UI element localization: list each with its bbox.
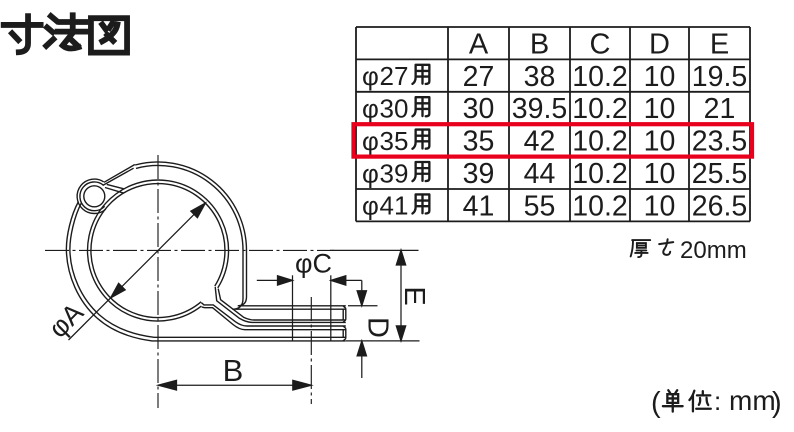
svg-text:41: 41 <box>463 190 495 222</box>
svg-text:38: 38 <box>524 61 556 93</box>
svg-text::: : <box>714 386 721 416</box>
svg-text:E: E <box>710 28 729 60</box>
svg-text:39: 39 <box>380 158 409 188</box>
svg-text:55: 55 <box>524 190 556 222</box>
svg-text:D: D <box>362 317 394 338</box>
svg-text:B: B <box>530 28 549 60</box>
svg-text:10: 10 <box>644 158 676 190</box>
svg-text:25.5: 25.5 <box>692 158 747 190</box>
svg-text:21: 21 <box>704 93 736 125</box>
svg-text:10: 10 <box>644 190 676 222</box>
svg-text:35: 35 <box>380 126 409 156</box>
svg-text:30: 30 <box>463 93 495 125</box>
svg-text:(: ( <box>651 387 661 419</box>
svg-text:19.5: 19.5 <box>692 61 747 93</box>
svg-text:42: 42 <box>524 126 556 158</box>
svg-text:φ: φ <box>362 126 379 156</box>
svg-text:41: 41 <box>380 191 409 221</box>
svg-text:20mm: 20mm <box>680 237 747 264</box>
svg-text:23.5: 23.5 <box>692 126 747 158</box>
svg-text:39.5: 39.5 <box>512 93 567 125</box>
svg-text:27: 27 <box>463 61 495 93</box>
svg-text:10: 10 <box>644 126 676 158</box>
svg-text:10: 10 <box>644 93 676 125</box>
svg-text:35: 35 <box>463 126 495 158</box>
svg-text:): ) <box>772 387 782 419</box>
svg-text:φC: φC <box>295 249 332 279</box>
svg-text:φ: φ <box>362 191 379 221</box>
svg-text:44: 44 <box>524 158 556 190</box>
svg-text:26.5: 26.5 <box>692 190 747 222</box>
svg-text:φ: φ <box>362 61 379 91</box>
svg-text:φ: φ <box>362 94 379 124</box>
svg-text:27: 27 <box>380 61 409 91</box>
svg-text:10.2: 10.2 <box>572 190 627 222</box>
svg-text:30: 30 <box>380 94 409 124</box>
svg-text:A: A <box>469 28 489 60</box>
svg-text:φ: φ <box>362 158 379 188</box>
svg-text:B: B <box>223 353 244 388</box>
svg-text:10: 10 <box>644 61 676 93</box>
svg-text:C: C <box>590 28 611 60</box>
svg-text:39: 39 <box>463 158 495 190</box>
svg-text:10.2: 10.2 <box>572 126 627 158</box>
svg-text:mm: mm <box>729 385 776 416</box>
svg-text:D: D <box>649 28 670 60</box>
svg-text:E: E <box>398 286 430 305</box>
svg-text:10.2: 10.2 <box>572 93 627 125</box>
svg-text:10.2: 10.2 <box>572 61 627 93</box>
svg-text:10.2: 10.2 <box>572 158 627 190</box>
